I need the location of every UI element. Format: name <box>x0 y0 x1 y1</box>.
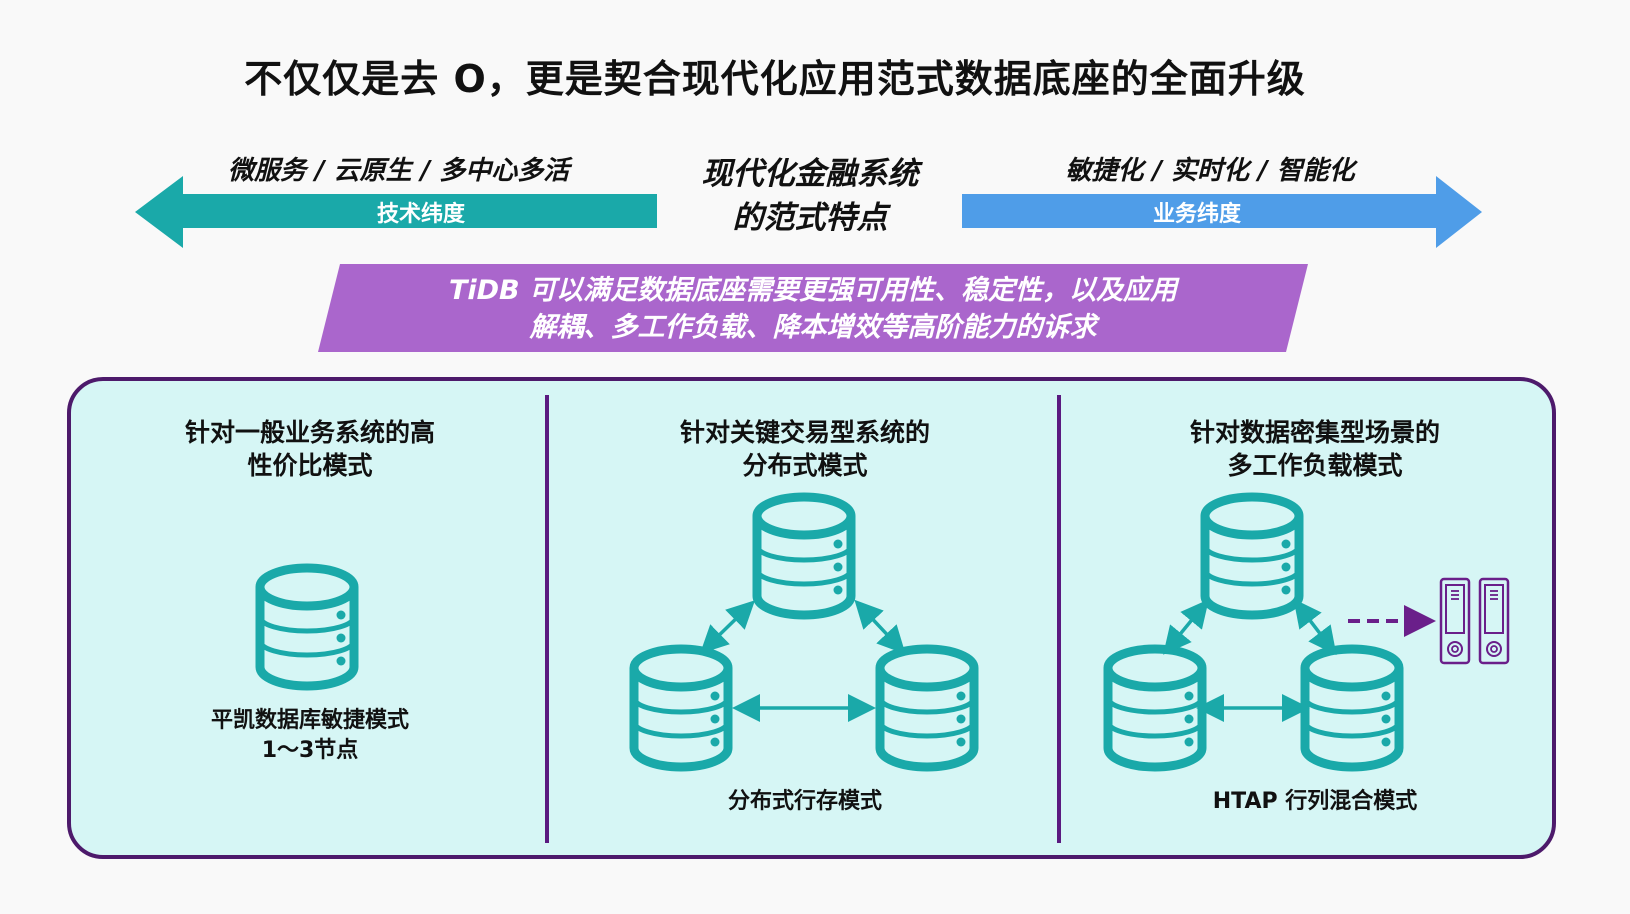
banner-line1: TiDB 可以满足数据底座需要更强可用性、稳定性，以及应用 <box>448 275 1178 306</box>
left-arrow-shape <box>135 176 657 248</box>
technical-dimension-arrow: 技术纬度 <box>135 176 657 248</box>
mode-1-caption-line2: 1～3节点 <box>261 738 359 763</box>
mode-3-title-line2: 多工作负载模式 <box>1227 451 1403 480</box>
column-divider <box>545 395 549 843</box>
database-icon <box>1205 497 1299 615</box>
paradigm-title-line2: 的范式特点 <box>732 200 888 236</box>
bidirectional-arrow-icon <box>854 599 906 655</box>
technical-dimension-label: 技术纬度 <box>376 202 465 227</box>
tidb-capability-banner: TiDB 可以满足数据底座需要更强可用性、稳定性，以及应用 解耦、多工作负载、降… <box>318 264 1308 352</box>
mode-3-title: 针对数据密集型场景的 多工作负载模式 <box>1110 416 1520 482</box>
banner-line2: 解耦、多工作负载、降本增效等高阶能力的诉求 <box>529 312 1097 343</box>
mode-1-caption: 平凯数据库敏捷模式 1～3节点 <box>110 706 510 766</box>
technical-dimension-items: 微服务 / 云原生 / 多中心多活 <box>228 156 570 186</box>
mode-2-title-line1: 针对关键交易型系统的 <box>679 418 930 447</box>
mode-2-title: 针对关键交易型系统的 分布式模式 <box>600 416 1010 482</box>
mode-1-title-line2: 性价比模式 <box>247 451 373 480</box>
business-dimension-items: 敏捷化 / 实时化 / 智能化 <box>1065 156 1355 186</box>
business-dimension-arrow: 业务纬度 <box>962 176 1482 248</box>
bidirectional-arrow-icon <box>699 600 756 654</box>
column-divider <box>1057 395 1061 843</box>
mode-3-caption: HTAP 行列混合模式 <box>1110 787 1520 817</box>
paradigm-title-line1: 现代化金融系统 <box>701 156 919 192</box>
slide-title: 不仅仅是去 O，更是契合现代化应用范式数据底座的全面升级 <box>244 57 1306 101</box>
server-icon <box>1478 577 1510 665</box>
server-icon <box>1439 577 1471 665</box>
database-icon <box>1305 649 1399 767</box>
banner-shape <box>318 264 1308 352</box>
database-icon <box>634 649 728 767</box>
bidirectional-arrow-icon <box>1293 598 1337 656</box>
database-icon <box>880 649 974 767</box>
mode-3-caption-line1: HTAP 行列混合模式 <box>1212 789 1418 814</box>
mode-2-caption-line1: 分布式行存模式 <box>727 789 882 814</box>
mode-1-title: 针对一般业务系统的高 性价比模式 <box>110 416 510 482</box>
right-arrow-shape <box>962 176 1482 248</box>
mode-1-caption-line1: 平凯数据库敏捷模式 <box>210 708 409 733</box>
business-dimension-label: 业务纬度 <box>1152 202 1241 227</box>
mode-1-title-line1: 针对一般业务系统的高 <box>184 418 435 447</box>
database-icon <box>757 497 851 615</box>
mode-3-title-line1: 针对数据密集型场景的 <box>1189 418 1440 447</box>
mode-2-title-line2: 分布式模式 <box>742 451 868 480</box>
database-icon <box>1108 649 1202 767</box>
mode-2-caption: 分布式行存模式 <box>600 787 1010 817</box>
database-icon <box>260 568 354 686</box>
bidirectional-arrow-icon <box>1163 599 1209 655</box>
paradigm-title: 现代化金融系统 的范式特点 <box>670 152 950 240</box>
